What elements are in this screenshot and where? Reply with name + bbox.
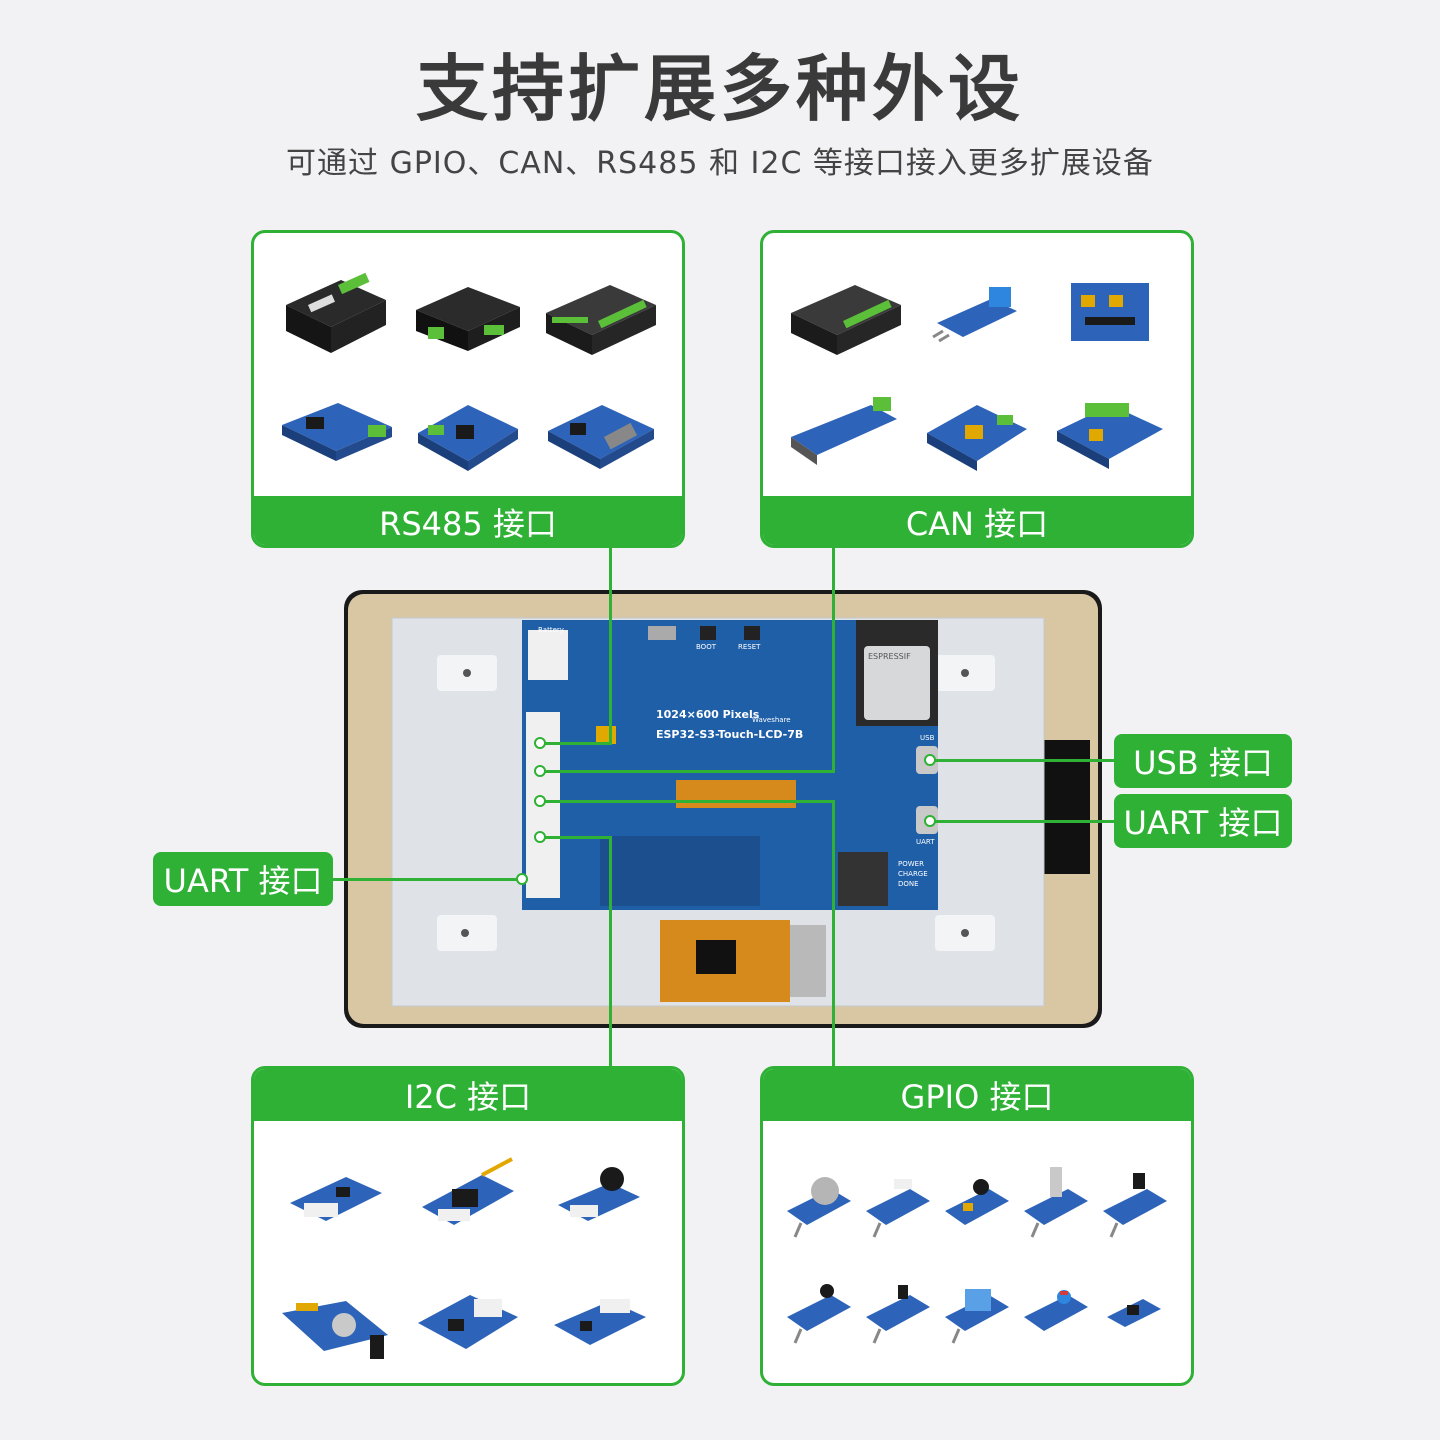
can-pico-board-image xyxy=(791,397,897,465)
i2c-label-bar: I2C 接口 xyxy=(254,1069,682,1121)
2ch-can-hat-image xyxy=(927,405,1027,471)
potentiometer-sensor-image xyxy=(1024,1290,1089,1331)
boot-label: BOOT xyxy=(696,643,716,651)
dht11-sensor-image xyxy=(944,1289,1009,1344)
rs485-label-bar: RS485 接口 xyxy=(254,496,682,545)
i2c-panel: I2C 接口 xyxy=(251,1066,685,1386)
uart-left-connector-line xyxy=(332,878,522,881)
gas-sensor-image xyxy=(786,1177,851,1238)
i2c-connector-line-h xyxy=(540,836,612,839)
board-resolution-label: 1024×600 Pixels xyxy=(656,708,760,721)
gpio-label-bar: GPIO 接口 xyxy=(763,1069,1191,1121)
rs485-connector-line-v xyxy=(609,548,612,742)
gpio-connector-line-v xyxy=(832,800,835,1068)
flame-sensor-image xyxy=(786,1284,851,1344)
rs232-rs485-converter-image xyxy=(416,287,520,351)
uart-left-connector-dot xyxy=(516,873,528,885)
gpio-panel: GPIO 接口 xyxy=(760,1066,1194,1386)
module-label: ESPRESSIF xyxy=(868,652,911,661)
temperature-sensor-image xyxy=(865,1285,930,1344)
2ch-rs485-hat-image xyxy=(418,405,518,471)
usb-connector-dot xyxy=(924,754,936,766)
sound-sensor-image xyxy=(944,1179,1009,1225)
can-connector-dot xyxy=(534,765,546,777)
can-connector-line-v xyxy=(832,548,835,770)
i2c-connector-dot xyxy=(534,831,546,843)
uart-right-connector-dot xyxy=(924,815,936,827)
page-title: 支持扩展多种外设 xyxy=(415,47,1024,131)
can-label-bar: CAN 接口 xyxy=(763,496,1191,545)
can-connector-line-h xyxy=(540,770,835,773)
sn65hvd230-can-board-image xyxy=(932,287,1017,343)
usb-to-rs485-converter-image xyxy=(286,272,386,353)
uart-interface-tag-right: UART 接口 xyxy=(1114,794,1292,848)
ir-sensor-image xyxy=(1103,1173,1168,1238)
usb-connector-line xyxy=(930,759,1114,762)
uart-port-label: UART xyxy=(916,838,935,846)
charge-led-label: CHARGE xyxy=(898,870,928,878)
brand-label: Waveshare xyxy=(752,716,791,724)
isolated-can-hat-image xyxy=(1057,403,1163,469)
usb-interface-tag: USB 接口 xyxy=(1114,734,1292,788)
i2c-io-expander-image xyxy=(422,1157,514,1225)
battery-label: Battery xyxy=(538,626,564,634)
i2c-connector-line-v xyxy=(609,836,612,1068)
rs485-hat-image xyxy=(282,403,392,461)
i2c-environment-sensor-image xyxy=(554,1299,646,1345)
can-relay-module-image xyxy=(791,285,901,355)
reset-label: RESET xyxy=(738,643,761,651)
i2c-rtc-module-image xyxy=(282,1301,388,1359)
i2c-sensor-module-image xyxy=(290,1177,382,1221)
page-subtitle: 可通过 GPIO、CAN、RS485 和 I2C 等接口接入更多扩展设备 xyxy=(286,146,1154,181)
ultrasonic-light-sensor-image xyxy=(865,1179,930,1238)
can-panel: CAN 接口 xyxy=(760,230,1194,548)
done-led-label: DONE xyxy=(898,880,919,888)
power-led-label: POWER xyxy=(898,860,924,868)
tilt-sensor-image xyxy=(1107,1299,1162,1327)
gpio-connector-line-corner xyxy=(818,800,835,803)
can-shield-image xyxy=(1071,283,1149,341)
rs485-panel: RS485 接口 xyxy=(251,230,685,548)
board-model-label: ESP32-S3-Touch-LCD-7B xyxy=(656,728,804,741)
gpio-connector-dot xyxy=(534,795,546,807)
rotary-encoder-image xyxy=(1024,1167,1089,1238)
rs485-relay-module-image xyxy=(546,285,656,355)
rs485-connector-dot xyxy=(534,737,546,749)
i2c-tof-sensor-image xyxy=(558,1167,640,1221)
usb-port-label: USB xyxy=(920,734,935,742)
i2c-servo-driver-image xyxy=(418,1295,518,1349)
gpio-connector-line-h xyxy=(540,800,820,803)
uart-interface-tag-left: UART 接口 xyxy=(153,852,333,906)
rs232-rs485-hat-image xyxy=(548,405,654,469)
uart-right-connector-line xyxy=(930,820,1114,823)
rs485-connector-line-h xyxy=(540,742,612,745)
